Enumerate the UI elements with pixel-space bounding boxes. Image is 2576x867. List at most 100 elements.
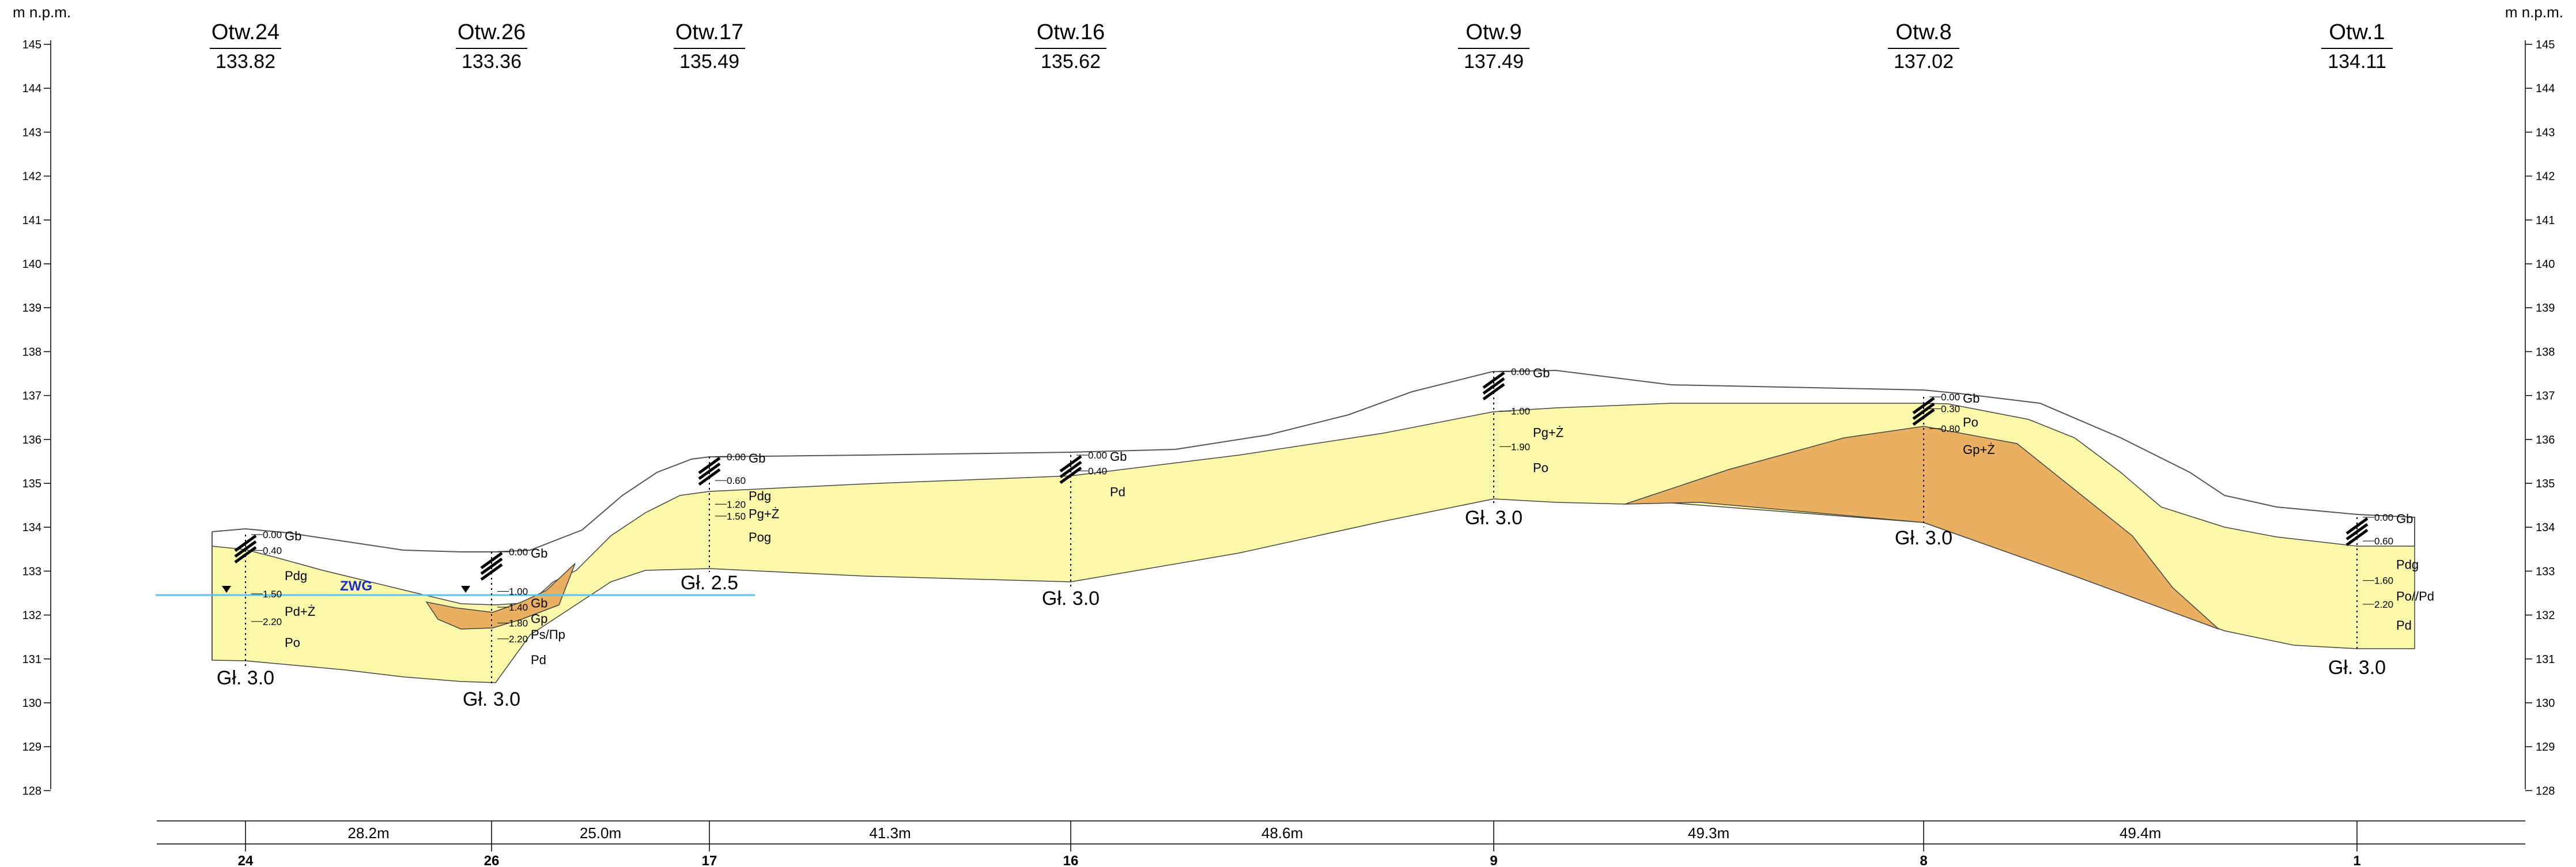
fill-hatch-icon [480,551,503,570]
layer-depth-label: 1.00 [1511,406,1530,417]
borehole-depth-label: Gł. 3.0 [1895,527,1952,549]
fill-hatch-icon [480,563,503,581]
layer-depth-label: 0.00 [1511,366,1530,377]
axis-tick-label: 145 [22,39,41,51]
left-unit-label: m n.p.m. [13,3,71,21]
layer-depth-label: 1.00 [509,586,528,597]
soil-label: Pdg [285,569,307,583]
axis-tick-label: 140 [22,258,41,271]
axis-tick-label: 129 [22,741,41,754]
fill-hatch-icon [1912,402,1935,421]
borehole-name: Otw.1 [2329,20,2385,44]
distance-label: 49.3m [1688,824,1729,842]
soil-label: Gb [749,451,765,465]
soil-label: Po [285,635,300,650]
borehole-name: Otw.8 [1895,20,1951,44]
axis-tick-label: 135 [2536,478,2555,490]
layer-depth-label: 0.60 [2374,536,2393,547]
layer-depth-label: 1.20 [727,499,746,510]
axis-tick-label: 145 [2536,39,2555,51]
soil-label: Gp [531,612,547,626]
layer-depth-label: 0.00 [263,529,282,540]
borehole-name: Otw.17 [675,20,743,44]
water-level-icon [461,586,470,593]
soil-label: Pog [749,530,771,544]
axis-tick-label: 139 [2536,302,2555,315]
layer-depth-label: 0.00 [1941,392,1960,403]
soil-label: Pd [1110,484,1125,499]
soil-label: Gb [1110,449,1127,464]
axis-tick-label: 144 [2536,82,2555,95]
borehole-name: Otw.16 [1037,20,1105,44]
layer-depth-label: 1.50 [263,589,282,600]
fill-hatch-icon [2345,528,2369,547]
layer-depth-label: 0.30 [1941,404,1960,415]
borehole-depth-label: Gł. 2.5 [681,572,738,594]
fill-hatch-icon [480,557,503,576]
borehole-elevation: 135.49 [679,51,739,73]
fill-hatch-icon [1912,396,1935,415]
layer-depth-label: 0.80 [1941,423,1960,434]
layer-depth-label: 1.60 [2374,576,2393,586]
layer-depth-label: 1.50 [727,511,746,522]
layer-depth-label: 0.60 [727,475,746,486]
soil-label: Po//Pd [2396,589,2434,603]
soil-label: Po [1963,415,1978,430]
soil-label: Ps/Πp [531,627,565,642]
fill-hatch-icon [1482,383,1505,401]
borehole-name: Otw.26 [458,20,526,44]
distance-label: 41.3m [869,824,911,842]
fill-hatch-icon [2345,523,2369,541]
borehole-elevation: 133.82 [216,51,275,73]
axis-tick-label: 144 [22,82,41,95]
axis-tick-label: 130 [2536,697,2555,710]
fill-hatch-icon [698,468,721,486]
fill-hatch-icon [698,462,721,480]
axis-tick-label: 131 [22,653,41,666]
borehole-number: 9 [1490,853,1497,867]
axis-tick-label: 133 [2536,565,2555,578]
layer-depth-label: 2.20 [509,634,528,645]
soil-label: Pd [2396,618,2412,633]
borehole-elevation: 137.49 [1464,51,1524,73]
axis-tick-label: 143 [2536,126,2555,139]
fill-hatch-icon [1059,455,1082,473]
layer-depth-label: 0.00 [2374,512,2393,523]
borehole-name: Otw.24 [211,20,279,44]
borehole-depth-label: Gł. 3.0 [217,667,274,689]
soil-label: Gb [2396,512,2413,526]
borehole-number: 24 [238,853,254,867]
distance-label: 49.4m [2120,824,2161,842]
fill-hatch-icon [1059,460,1082,479]
axis-tick-label: 138 [2536,346,2555,358]
axis-tick-label: 132 [2536,609,2555,622]
soil-label: Gp+Ż [1963,442,1995,457]
soil-label: Gb [1963,391,1980,406]
fill-hatch-icon [1912,408,1935,426]
layer-depth-label: 0.00 [509,547,528,558]
axis-tick-label: 141 [22,214,41,227]
axis-tick-label: 136 [2536,434,2555,446]
axis-tick-label: 142 [2536,171,2555,183]
layer-depth-label: 1.40 [509,602,528,613]
ground-surface-line [211,369,2415,552]
axis-tick-label: 137 [2536,390,2555,403]
borehole-number: 17 [702,853,717,867]
axis-tick-label: 139 [22,302,41,315]
axis-tick-label: 137 [22,390,41,403]
soil-label: Pg+Ż [1533,425,1563,440]
right-unit-label: m n.p.m. [2505,3,2563,21]
soil-label: Pdg [2396,557,2419,571]
borehole-name: Otw.9 [1465,20,1521,44]
axis-tick-label: 143 [22,126,41,139]
fill-hatch-icon [2345,517,2369,535]
soil-label: Pdg [749,489,771,503]
soil-label: Pd+Ż [285,604,315,619]
layer-depth-label: 0.40 [263,545,282,556]
borehole-elevation: 133.36 [462,51,522,73]
borehole-elevation: 135.62 [1041,51,1101,73]
layer-depth-label: 0.40 [1088,465,1107,476]
borehole-elevation: 134.11 [2328,51,2386,73]
